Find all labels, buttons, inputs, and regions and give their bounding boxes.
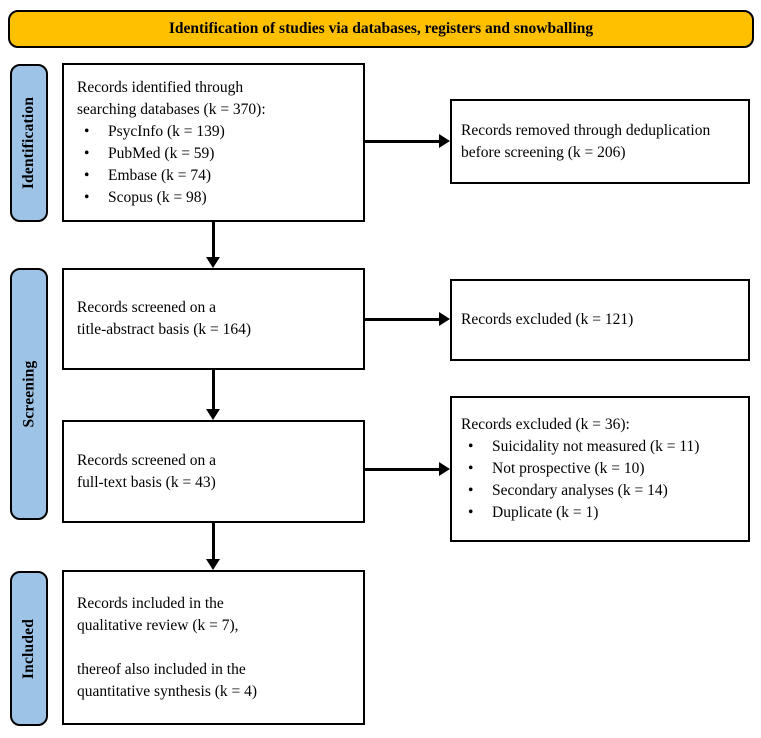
box-screened-full-text-line2: full-text basis (k = 43) <box>77 473 216 491</box>
bullet-glyph: • <box>84 188 90 206</box>
arrow-identified-to-title-abstract <box>212 222 215 257</box>
box-records-excluded-full-text: Records excluded (k = 36): • Suicidality… <box>450 396 750 542</box>
box-records-excluded-title-abstract: Records excluded (k = 121) <box>450 279 750 361</box>
stage-label-screening-text: Screening <box>20 360 37 428</box>
box-records-excluded-full-text-line1: Records excluded (k = 36): <box>461 416 630 433</box>
list-item: • Suicidality not measured (k = 11) <box>461 436 740 458</box>
box-records-removed-dedup: Records removed through deduplication be… <box>450 99 750 184</box>
box-screened-title-abstract-line1: Records screened on a <box>77 299 217 316</box>
list-item: • PsycInfo (k = 139) <box>77 121 355 143</box>
box-screened-title-abstract-line2: title-abstract basis (k = 164) <box>77 321 252 338</box>
bullet-glyph: • <box>468 504 474 521</box>
stage-label-included: Included <box>10 571 48 726</box>
bullet-glyph: • <box>468 438 474 455</box>
stage-label-identification: Identification <box>10 64 48 222</box>
box-records-identified: Records identified through searching dat… <box>62 63 365 222</box>
arrow-title-abstract-to-excluded <box>365 318 439 321</box>
box-screened-full-text-line1: Records screened on a <box>77 451 217 469</box>
list-item: • Secondary analyses (k = 14) <box>461 480 740 502</box>
list-item: • Scopus (k = 98) <box>77 187 355 209</box>
bullet-glyph: • <box>468 460 474 477</box>
box-records-included-line3: thereof also included in the <box>77 660 246 678</box>
list-item-text: Scopus (k = 98) <box>108 188 207 206</box>
list-item: • Duplicate (k = 1) <box>461 502 740 524</box>
blank-line <box>77 637 355 659</box>
box-records-included-line4: quantitative synthesis (k = 4) <box>77 682 258 700</box>
box-records-included-line1: Records included in the <box>77 594 224 612</box>
list-item-text: PsycInfo (k = 139) <box>108 122 225 140</box>
list-item-text: PubMed (k = 59) <box>108 144 215 162</box>
box-records-identified-line1: Records identified through <box>77 78 244 96</box>
box-records-excluded-title-abstract-line1: Records excluded (k = 121) <box>461 311 634 328</box>
arrow-full-text-to-excluded <box>365 468 439 471</box>
list-item: • Embase (k = 74) <box>77 165 355 187</box>
list-item-text: Suicidality not measured (k = 11) <box>492 438 700 455</box>
list-item-text: Secondary analyses (k = 14) <box>492 482 668 499</box>
banner-title: Identification of studies via databases,… <box>8 10 754 48</box>
bullet-glyph: • <box>84 122 90 140</box>
stage-label-identification-text: Identification <box>20 96 38 190</box>
box-records-included-line2: qualitative review (k = 7), <box>77 616 239 634</box>
box-screened-full-text: Records screened on a full-text basis (k… <box>62 420 365 523</box>
list-item-text: Embase (k = 74) <box>108 166 212 184</box>
box-records-removed-dedup-line2: before screening (k = 206) <box>461 143 626 161</box>
arrow-identified-to-dedup <box>365 140 439 143</box>
bullet-glyph: • <box>84 166 90 184</box>
stage-label-included-text: Included <box>20 618 37 679</box>
list-item: • Not prospective (k = 10) <box>461 458 740 480</box>
bullet-glyph: • <box>468 482 474 499</box>
box-records-included: Records included in the qualitative revi… <box>62 570 365 725</box>
bullet-glyph: • <box>84 144 90 162</box>
stage-label-screening: Screening <box>10 268 48 520</box>
box-records-removed-dedup-line1: Records removed through deduplication <box>461 121 711 139</box>
arrow-full-text-to-included <box>212 523 215 559</box>
list-item-text: Not prospective (k = 10) <box>492 460 645 477</box>
list-item: • PubMed (k = 59) <box>77 143 355 165</box>
box-screened-title-abstract: Records screened on a title-abstract bas… <box>62 268 365 370</box>
box-records-identified-line2: searching databases (k = 370): <box>77 100 266 118</box>
list-item-text: Duplicate (k = 1) <box>492 504 599 521</box>
arrow-title-abstract-to-full-text <box>212 370 215 409</box>
